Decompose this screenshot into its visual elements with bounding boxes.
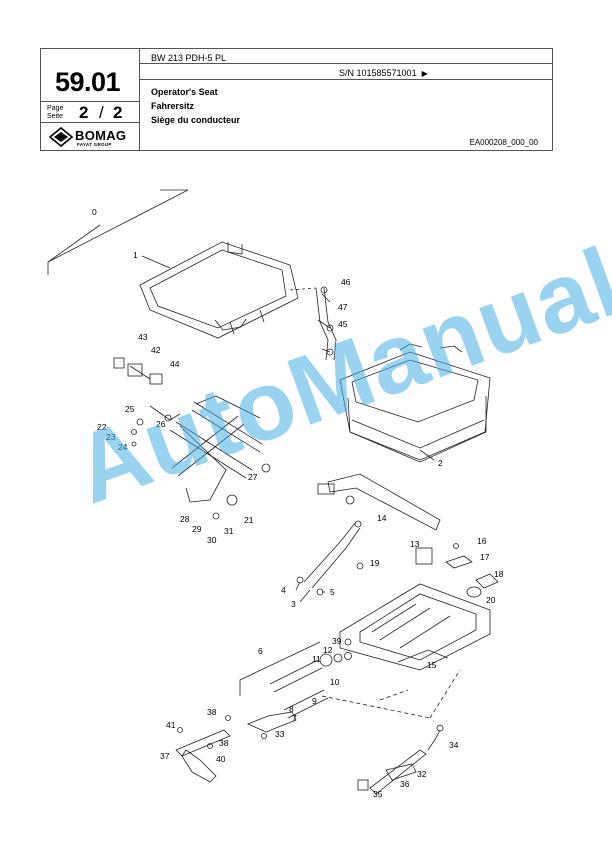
callout-36: 36: [400, 779, 410, 789]
page-number: 59.01: [55, 67, 121, 97]
callout-32: 32: [417, 769, 427, 779]
callout-35: 35: [373, 789, 383, 799]
callout-38-upper: 38: [207, 707, 217, 717]
callout-46: 46: [341, 277, 351, 287]
serial-number: S/N 101585571001 ▶: [339, 68, 428, 78]
callout-12: 12: [323, 645, 333, 655]
callout-11: 11: [312, 654, 321, 664]
callout-7: 7: [292, 713, 297, 723]
callout-18: 18: [494, 569, 504, 579]
callout-28: 28: [180, 514, 190, 524]
callout-30: 30: [207, 535, 217, 545]
logo-text: BOMAG: [75, 128, 127, 143]
callout-0: 0: [92, 207, 97, 217]
callout-19: 19: [370, 558, 380, 568]
callout-42: 42: [151, 345, 161, 355]
callout-15: 15: [427, 660, 437, 670]
title-de: Fahrersitz: [151, 101, 195, 111]
callout-4: 4: [281, 585, 286, 595]
callout-2: 2: [438, 458, 443, 468]
callout-8: 8: [289, 704, 294, 714]
callout-23: 23: [106, 432, 116, 442]
callout-45: 45: [338, 319, 348, 329]
callout-24: 24: [118, 442, 128, 452]
callout-29: 29: [192, 524, 202, 534]
callout-47: 47: [338, 302, 348, 312]
callout-27: 27: [248, 472, 258, 482]
callout-43: 43: [138, 332, 148, 342]
page-current: 2: [79, 103, 89, 122]
title-fr: Siège du conducteur: [151, 115, 241, 125]
callout-17: 17: [480, 552, 490, 562]
callout-44: 44: [170, 359, 180, 369]
title-block: 59.01 Page Seite 2 / 2 BOMAG FAYAT GROUP…: [40, 48, 553, 151]
page-label-de: Seite: [47, 113, 63, 120]
callout-10: 10: [330, 677, 340, 687]
page-label-en: Page: [47, 105, 64, 112]
callout-38-lower: 38: [219, 738, 229, 748]
callout-39: 39: [332, 636, 342, 646]
callout-14: 14: [377, 513, 387, 523]
callout-41: 41: [166, 720, 176, 730]
callout-21: 21: [244, 515, 254, 525]
callout-3: 3: [291, 599, 296, 609]
exploded-view-diagram: 0 1 2 3 4 5 6 7 8 9 10 11 12 13 14 15 16…: [47, 189, 504, 799]
title-en: Operator's Seat: [151, 87, 218, 97]
bomag-logo-icon: [49, 127, 73, 147]
serial-arrow-icon: ▶: [421, 69, 428, 78]
callout-13: 13: [410, 539, 420, 549]
callout-33: 33: [275, 729, 285, 739]
callout-6: 6: [258, 646, 263, 656]
callout-37: 37: [160, 751, 170, 761]
page-separator: /: [99, 103, 104, 122]
callout-5: 5: [330, 587, 335, 597]
drawing-code: EA000208_000_00: [469, 138, 538, 147]
callout-9: 9: [312, 696, 317, 706]
callout-31: 31: [224, 526, 234, 536]
callout-34: 34: [449, 740, 459, 750]
callout-22: 22: [97, 422, 107, 432]
logo-subtitle: FAYAT GROUP: [77, 142, 112, 147]
model-name: BW 213 PDH-5 PL: [151, 53, 227, 63]
callout-16: 16: [477, 536, 487, 546]
callout-20: 20: [486, 595, 496, 605]
page-total: 2: [113, 103, 123, 122]
callout-26: 26: [156, 419, 166, 429]
callout-40: 40: [216, 754, 226, 764]
callout-25: 25: [125, 404, 135, 414]
callout-1: 1: [133, 250, 138, 260]
